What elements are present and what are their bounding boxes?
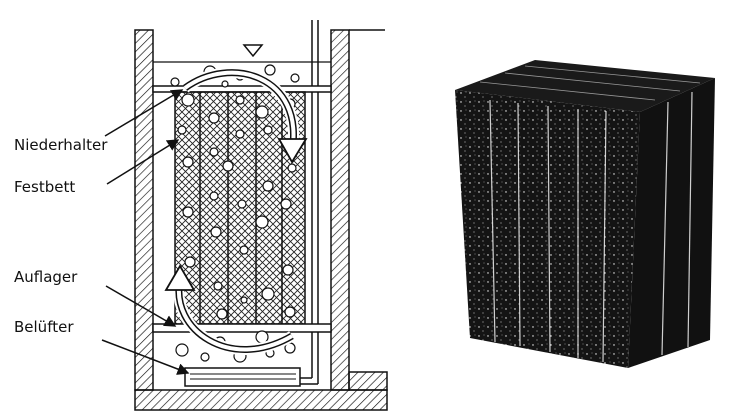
support-plate: [152, 323, 332, 333]
water-level-triangle-icon: [242, 44, 264, 58]
tank-walls: [134, 29, 388, 411]
label-festbett: Festbett: [14, 178, 76, 196]
water-surface: [153, 44, 331, 63]
label-auflager: Auflager: [14, 268, 78, 286]
honeycomb-media-block: [455, 60, 715, 368]
label-niederhalter: Niederhalter: [14, 136, 108, 154]
leader-lines: [101, 89, 190, 375]
circulation-arrows: [164, 67, 308, 355]
label-belufter: Belüfter: [14, 318, 74, 336]
arrow-up-icon: [164, 264, 196, 291]
aerator: [184, 367, 301, 387]
arrow-down-icon: [277, 138, 308, 164]
